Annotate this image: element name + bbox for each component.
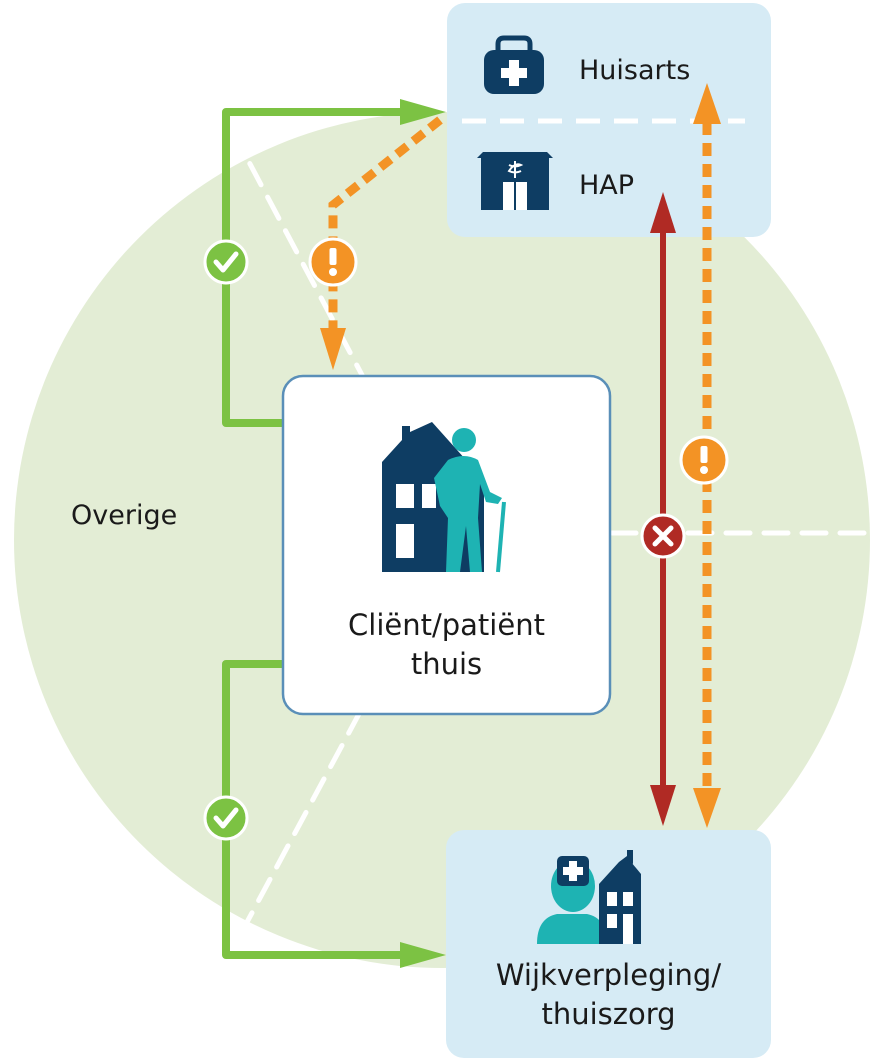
- elderly-man-house-icon: [382, 422, 506, 573]
- orange-flow-huisarts-client: [328, 116, 443, 330]
- green-arrowhead-bottom: [400, 942, 446, 968]
- cross-icon: [640, 513, 686, 559]
- wijkverpleging-label: Wijkverpleging/ thuiszorg: [446, 956, 771, 1034]
- check-icon: [203, 795, 249, 841]
- orange-arrowhead-up: [693, 83, 721, 124]
- red-arrowhead-up: [650, 192, 676, 233]
- orange-arrowhead-client: [320, 328, 346, 370]
- exclamation-icon: [679, 435, 729, 485]
- huisarts-label: Huisarts: [579, 55, 691, 86]
- client-label-line2: thuis: [410, 647, 483, 682]
- exclamation-icon: [308, 237, 358, 287]
- clinic-building-icon: [477, 152, 553, 210]
- red-arrowhead-down: [650, 785, 676, 826]
- client-label: Cliënt/patiënt thuis: [283, 606, 610, 684]
- wijkverpleging-label-line2: thuiszorg: [541, 997, 676, 1032]
- green-arrowhead-top: [400, 99, 446, 125]
- overige-label: Overige: [71, 500, 178, 531]
- hap-label: HAP: [579, 170, 635, 201]
- doctor-bag-icon: [484, 35, 544, 94]
- nurse-house-icon: [537, 850, 641, 944]
- wijkverpleging-label-line1: Wijkverpleging/: [495, 958, 722, 992]
- client-label-line1: Cliënt/patiënt: [348, 608, 545, 642]
- orange-arrowhead-down: [693, 788, 721, 828]
- check-icon: [203, 239, 249, 285]
